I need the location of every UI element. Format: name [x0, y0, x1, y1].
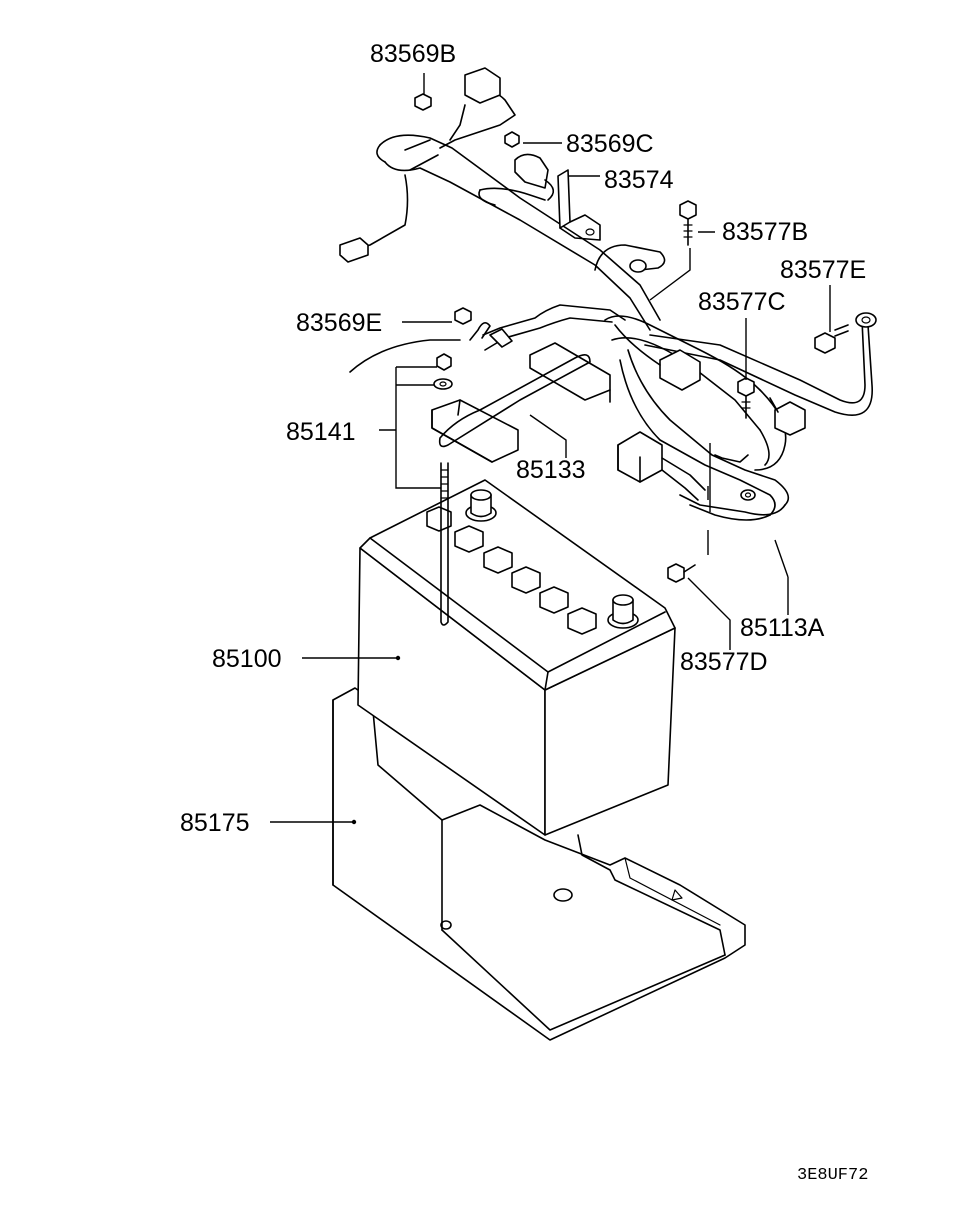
- label-85175: 85175: [180, 809, 250, 837]
- main-harness: [376, 134, 877, 521]
- battery: [357, 479, 676, 836]
- upper-harness: [339, 67, 755, 583]
- battery-tray: [332, 687, 746, 1041]
- label-83577C: 83577C: [698, 288, 786, 316]
- label-83574: 83574: [604, 166, 674, 194]
- label-83577E: 83577E: [780, 256, 866, 284]
- drawing-code: 3E8UF72: [797, 1166, 868, 1185]
- hold-down-clamp: [431, 342, 611, 463]
- leader-lines: [270, 73, 831, 825]
- part-labels: 83569B 83569C 83574 83577B 83577E 83569E…: [180, 40, 868, 1185]
- label-85133: 85133: [516, 456, 586, 484]
- battery-terminals: [465, 489, 639, 629]
- label-83577D: 83577D: [680, 648, 768, 676]
- negative-cable: [349, 304, 626, 373]
- label-85113A: 85113A: [740, 614, 825, 642]
- label-85141: 85141: [286, 418, 356, 446]
- battery-vent-caps: [426, 506, 597, 635]
- label-83577B: 83577B: [722, 218, 808, 246]
- label-83569B: 83569B: [370, 40, 456, 68]
- hold-down-rod: [433, 353, 453, 626]
- label-85100: 85100: [212, 645, 282, 673]
- label-83569E: 83569E: [296, 309, 382, 337]
- label-83569C: 83569C: [566, 130, 654, 158]
